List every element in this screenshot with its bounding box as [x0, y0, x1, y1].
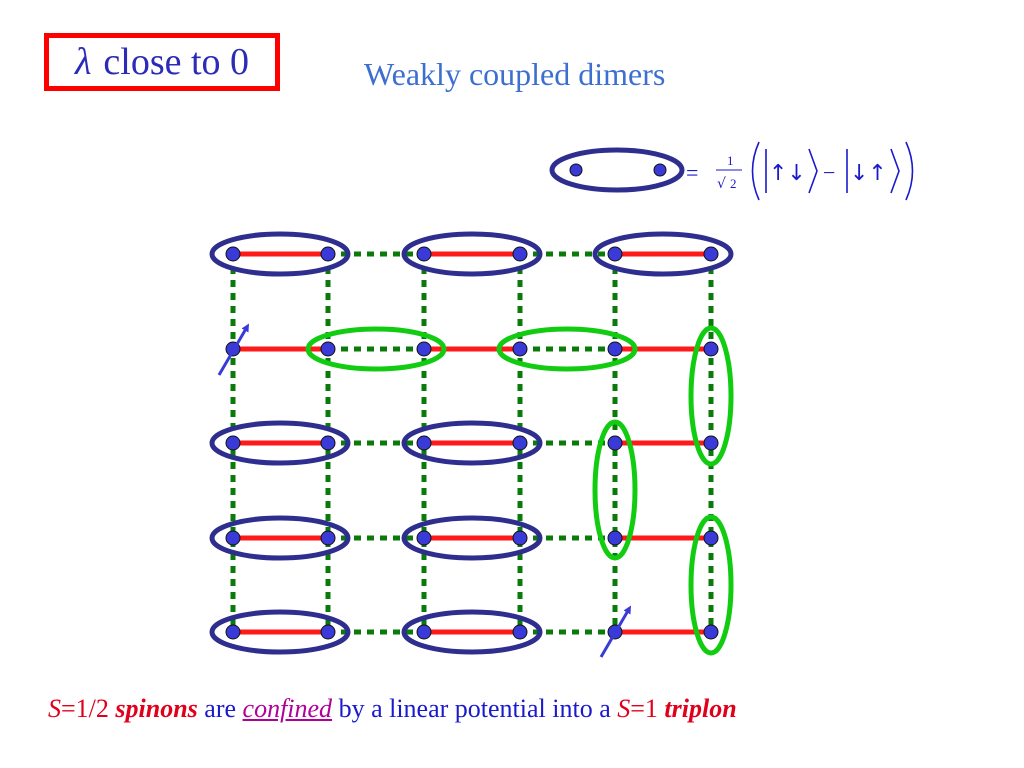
singlet-dimer-ellipse [401, 609, 543, 655]
lattice-site [607, 530, 623, 546]
lattice-site [703, 341, 719, 357]
singlet-dimer-ellipse [209, 420, 351, 466]
lattice-site [320, 341, 336, 357]
singlet-dimer-ellipse [592, 231, 734, 277]
arrow-icon [217, 323, 250, 376]
ket-angle [890, 148, 900, 194]
lattice-site [225, 624, 241, 640]
lattice-site [512, 435, 528, 451]
caption-spinons: spinons [115, 694, 198, 723]
lattice-site [703, 435, 719, 451]
legend-numerator: 1 [727, 153, 734, 168]
lambda-symbol: λ [74, 41, 92, 83]
singlet-dimers [209, 231, 734, 655]
lattice-site [320, 435, 336, 451]
legend: = 1 √ 2 ↑↓ − ↓↑ [549, 141, 914, 201]
caption-triplon: triplon [664, 694, 737, 723]
legend-dimer-ellipse [549, 147, 685, 193]
lattice-site [607, 341, 623, 357]
shifted-singlet-ellipse [688, 514, 734, 656]
singlet-dimer-ellipse [209, 231, 351, 277]
caption: S=1/2 spinons are confined by a linear p… [48, 694, 737, 724]
singlet-dimer-ellipse [401, 231, 543, 277]
caption-s2: S [617, 694, 631, 723]
lattice-site [320, 624, 336, 640]
legend-minus: − [823, 160, 835, 185]
shifted-singlet-ellipse [496, 326, 638, 372]
caption-s2-value: =1 [630, 694, 658, 723]
lambda-text: close to 0 [103, 41, 250, 83]
lattice-site [320, 530, 336, 546]
lattice-site [416, 624, 432, 640]
lattice-site [512, 624, 528, 640]
lattice-site [416, 341, 432, 357]
caption-middle: by a linear potential into a [338, 694, 611, 723]
lattice-site [512, 530, 528, 546]
strong-bonds [233, 251, 711, 635]
legend-sqrt: √ [717, 176, 726, 192]
singlet-dimer-ellipse [401, 420, 543, 466]
lattice-site [607, 246, 623, 262]
shifted-singlet-ellipse [592, 419, 638, 561]
lattice-site [225, 530, 241, 546]
lattice-site [607, 435, 623, 451]
lattice-site [416, 435, 432, 451]
lattice-site [320, 246, 336, 262]
legend-equals: = [686, 160, 698, 185]
lattice-site [512, 341, 528, 357]
lattice-site [703, 246, 719, 262]
lattice-site [512, 246, 528, 262]
slide-title: Weakly coupled dimers [364, 56, 666, 92]
legend-site [653, 163, 667, 177]
caption-are: are [204, 694, 237, 723]
shifted-singlets [305, 325, 734, 656]
lattice-site [416, 530, 432, 546]
singlet-dimer-ellipse [401, 515, 543, 561]
right-paren [905, 141, 914, 201]
caption-s1-value: =1/2 [61, 694, 109, 723]
lattice-sites [225, 246, 719, 640]
shifted-singlet-ellipse [305, 326, 447, 372]
caption-confined: confined [242, 694, 333, 723]
ket-angle [808, 148, 818, 194]
lattice-site [225, 246, 241, 262]
arrow-icon [599, 605, 632, 658]
lattice-site [703, 530, 719, 546]
singlet-dimer-ellipse [209, 515, 351, 561]
legend-site [569, 163, 583, 177]
left-paren [751, 141, 760, 201]
lattice-site [703, 624, 719, 640]
legend-ket2: ↓↑ [850, 161, 887, 186]
legend-ket1: ↑↓ [769, 161, 806, 186]
singlet-dimer-ellipse [209, 609, 351, 655]
legend-denominator: 2 [730, 176, 737, 191]
spinon-arrows [217, 323, 632, 658]
shifted-singlet-ellipse [688, 325, 734, 467]
caption-s1: S [48, 694, 61, 723]
lattice-site [225, 435, 241, 451]
lattice-site [416, 246, 432, 262]
lambda-label-box: λ close to 0 [44, 33, 280, 91]
